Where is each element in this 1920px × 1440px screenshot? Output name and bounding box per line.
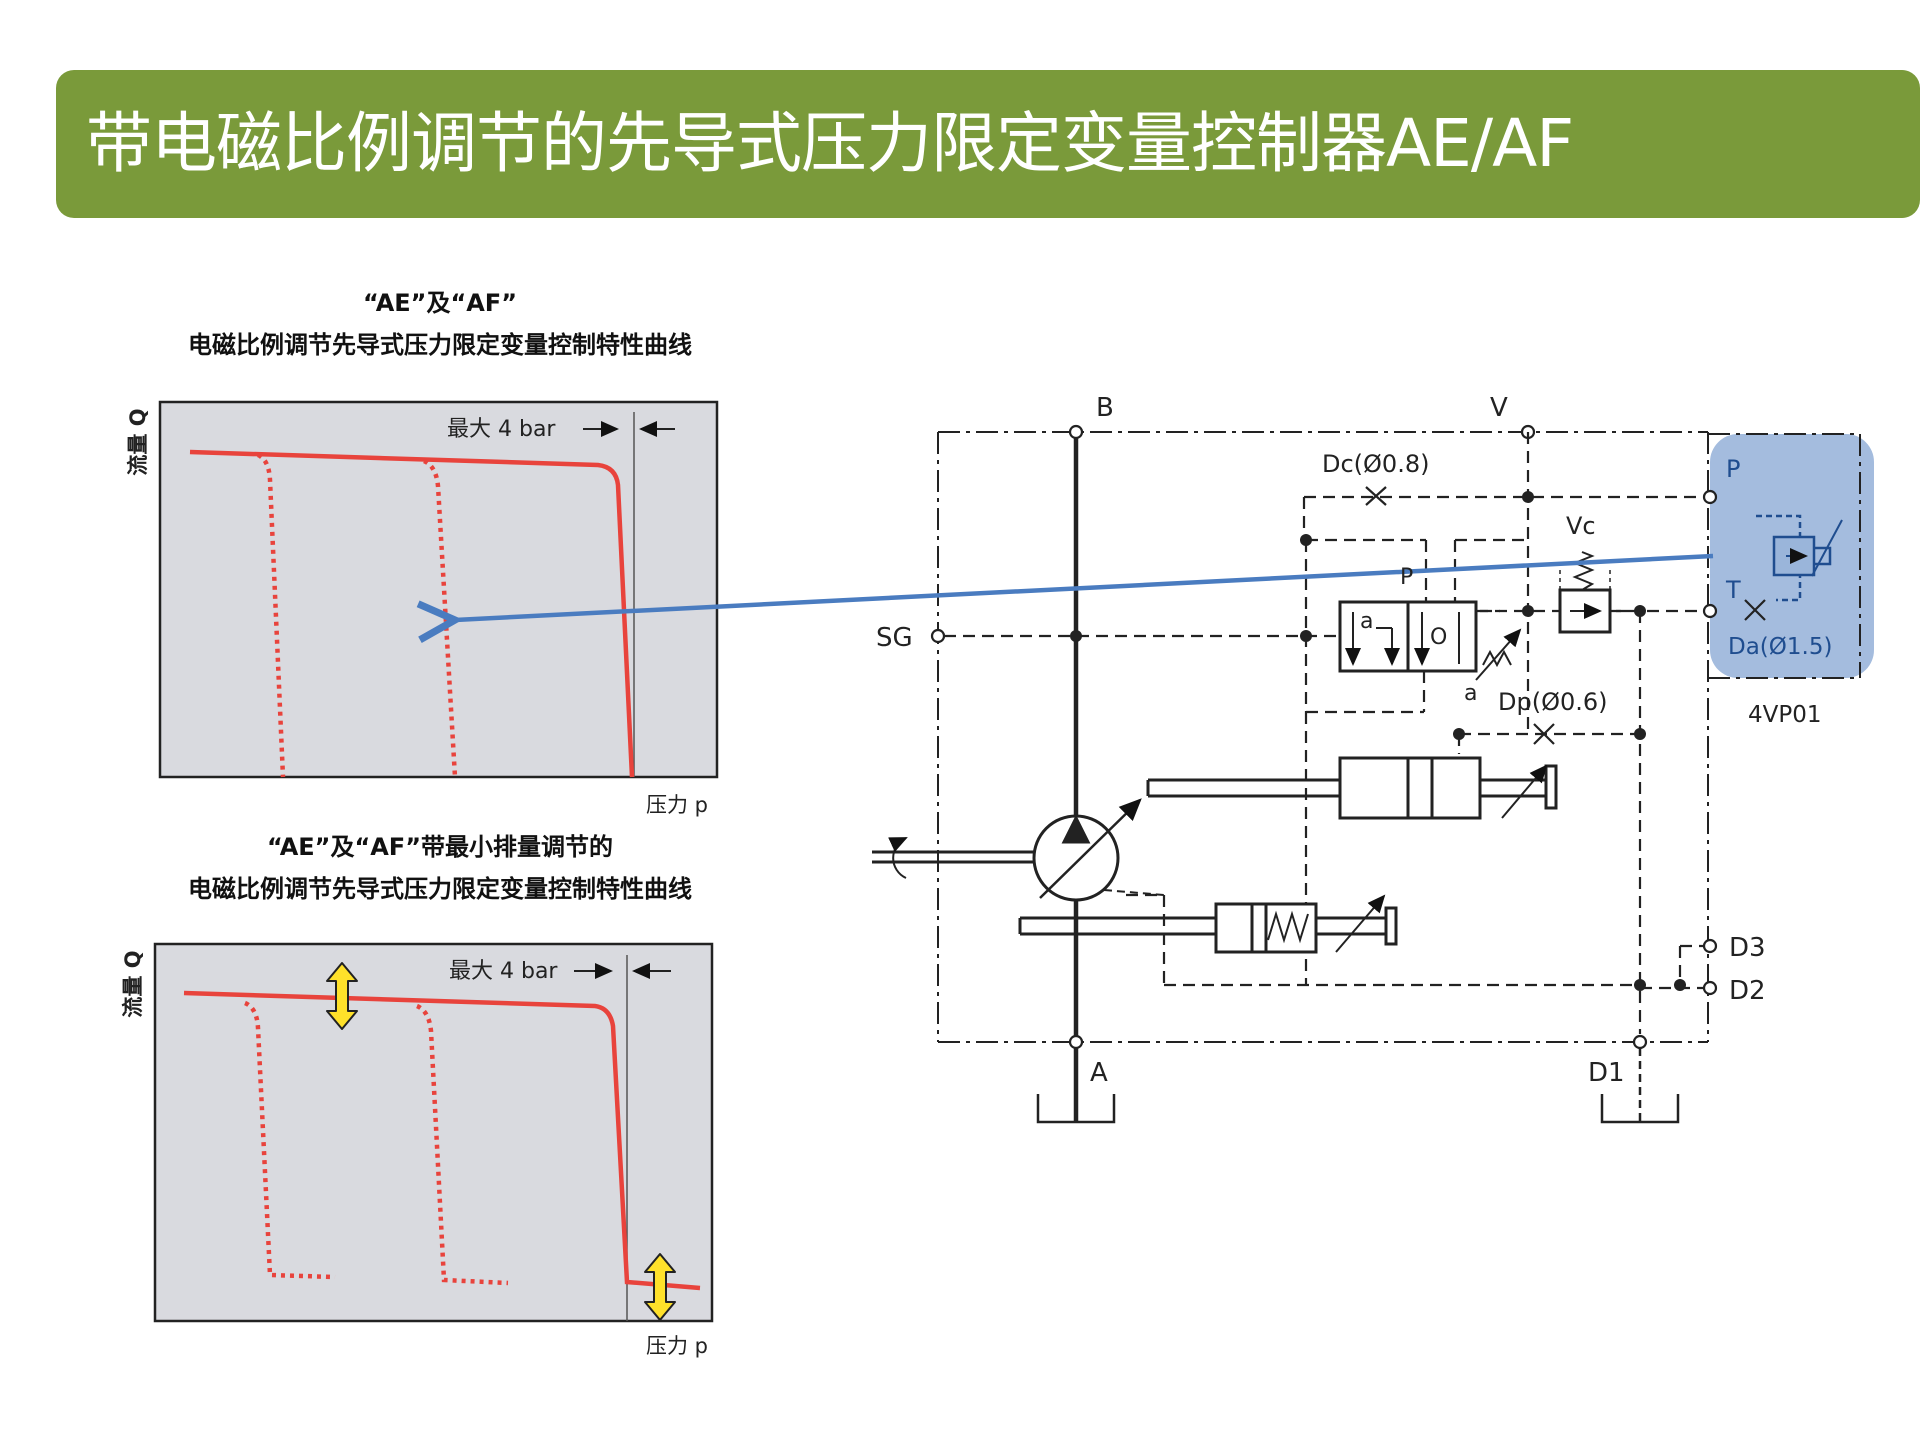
port-T-node [1702, 603, 1718, 619]
chart2-title-line1: “AE”及“AF”带最小排量调节的 [267, 833, 613, 861]
chart2-dotted-curve-1 [243, 1000, 336, 1280]
label-D2: D2 [1729, 976, 1766, 1006]
chart2-adjust-arrow-top [326, 962, 358, 1030]
label-T-outer: T [1725, 576, 1741, 604]
chart1-dotted-curve-1 [256, 452, 286, 778]
label-D3: D3 [1729, 933, 1766, 963]
port-P-node [1702, 489, 1718, 505]
title-banner: 带电磁比例调节的先导式压力限定变量控制器AE/AF [56, 70, 1920, 218]
chart1-title: “AE”及“AF” 电磁比例调节先导式压力限定变量控制特性曲线 [100, 282, 780, 366]
label-P-valve: P [1400, 565, 1413, 590]
chart2-ylabel: 流量 Q [121, 950, 145, 1017]
control-cylinder [1146, 756, 1558, 820]
chart2-xlabel: 压力 p [646, 1334, 708, 1358]
pilot-cartridge [1756, 514, 1843, 602]
chart1: 流量 Q 压力 p 最大 4 bar [126, 400, 719, 817]
chart1-ylabel: 流量 Q [126, 408, 150, 475]
schematic-labels: B V SG A D1 D3 D2 P T P O a a Vc Dc(Ø0.8… [876, 393, 1832, 1088]
port-A-node [1068, 1034, 1084, 1050]
label-Vc: Vc [1566, 512, 1596, 540]
chart2-title-line2: 电磁比例调节先导式压力限定变量控制特性曲线 [188, 875, 692, 903]
junction-dots [1070, 491, 1686, 991]
port-D3-node [1702, 938, 1718, 954]
label-D1: D1 [1588, 1058, 1625, 1088]
transfer-arrow [455, 553, 1714, 620]
port-B-node [1068, 424, 1084, 440]
min-displacement-cylinder [1018, 894, 1398, 954]
chart2-dotted-curve-2 [415, 1003, 509, 1286]
outer-boundary [937, 431, 1861, 1043]
chart2-adjust-arrow-bottom [644, 1253, 676, 1321]
chart1-dotted-curve-2 [422, 458, 458, 778]
chart1-title-line1: “AE”及“AF” [363, 289, 517, 317]
label-a-valve: a [1360, 609, 1373, 634]
label-4VP01: 4VP01 [1748, 702, 1822, 728]
chart2-annotation: 最大 4 bar [449, 959, 558, 984]
chart1-xlabel: 压力 p [646, 793, 708, 817]
orifice-Dc [1365, 486, 1387, 506]
label-V: V [1490, 393, 1508, 423]
label-Dc: Dc(Ø0.8) [1322, 450, 1429, 478]
port-D1-node [1632, 1034, 1648, 1050]
tank-A [1036, 1094, 1116, 1124]
label-SG: SG [876, 623, 913, 653]
chart1-main-curve [189, 449, 635, 778]
label-Da: Da(Ø1.5) [1728, 634, 1832, 660]
chart2-main-curve [183, 990, 701, 1291]
label-A: A [1090, 1058, 1108, 1088]
tank-D1 [1600, 1048, 1680, 1124]
chart1-title-line2: 电磁比例调节先导式压力限定变量控制特性曲线 [188, 331, 692, 359]
slide-title: 带电磁比例调节的先导式压力限定变量控制器AE/AF [86, 105, 1574, 182]
label-O-valve: O [1430, 625, 1447, 650]
port-SG-node [930, 628, 946, 644]
label-P-outer: P [1726, 455, 1740, 483]
orifice-Da [1744, 599, 1766, 621]
chart1-annotation: 最大 4 bar [447, 417, 556, 442]
orifice-Dp [1533, 723, 1555, 745]
label-B: B [1096, 393, 1114, 423]
port-D2-node [1702, 980, 1718, 996]
directional-valve [1338, 600, 1522, 681]
variable-pump [872, 798, 1165, 902]
relief-valve-Vc [1558, 551, 1612, 634]
chart2: 流量 Q 压力 p 最大 4 bar [121, 942, 714, 1358]
label-a-bottom: a [1464, 681, 1477, 706]
label-Dp: Dp(Ø0.6) [1498, 688, 1608, 716]
chart2-title: “AE”及“AF”带最小排量调节的 电磁比例调节先导式压力限定变量控制特性曲线 [100, 826, 780, 910]
hydraulic-schematic [455, 424, 1874, 1124]
